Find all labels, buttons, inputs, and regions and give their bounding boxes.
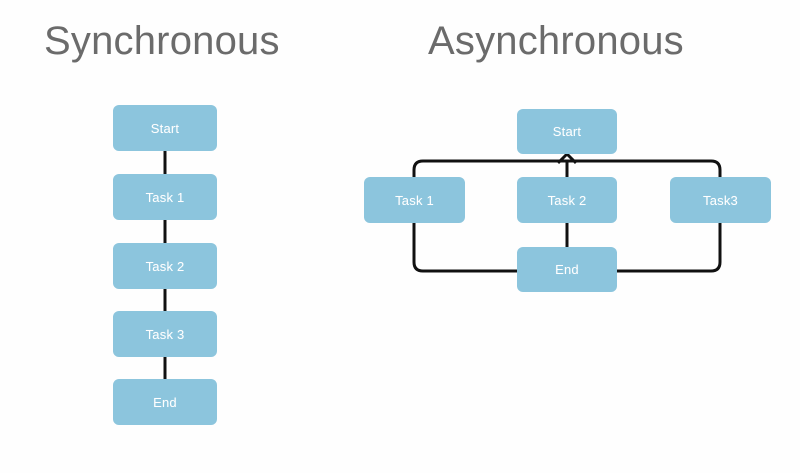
async-node-task3-label: Task3 (703, 192, 738, 208)
async-edge-task3-end (617, 223, 722, 273)
async-edge-task3-start (567, 159, 722, 177)
async-node-task2-label: Task 2 (547, 192, 587, 208)
sync-node-end[interactable]: End (113, 379, 217, 425)
sync-node-end-label: End (153, 394, 177, 410)
async-node-task2[interactable]: Task 2 (517, 177, 617, 223)
async-edge-task1-end (412, 223, 517, 273)
sync-node-task1[interactable]: Task 1 (113, 174, 217, 220)
async-node-start[interactable]: Start (517, 109, 617, 154)
sync-node-task2[interactable]: Task 2 (113, 243, 217, 289)
synchronous-title: Synchronous (44, 19, 280, 63)
async-arrowhead-into-start (556, 152, 578, 165)
async-node-task1-label: Task 1 (395, 192, 434, 208)
sync-node-task1-label: Task 1 (145, 189, 185, 205)
async-edge-task1-start (412, 159, 567, 177)
async-node-task3[interactable]: Task3 (670, 177, 771, 223)
async-node-end-label: End (555, 262, 579, 277)
async-node-end[interactable]: End (517, 247, 617, 292)
sync-node-task2-label: Task 2 (145, 258, 185, 274)
sync-node-task3[interactable]: Task 3 (113, 311, 217, 357)
asynchronous-title: Asynchronous (428, 19, 684, 63)
async-node-start-label: Start (552, 124, 582, 139)
async-node-task1[interactable]: Task 1 (364, 177, 465, 223)
sync-node-start[interactable]: Start (113, 105, 217, 151)
sync-node-start-label: Start (150, 120, 180, 136)
sync-node-task3-label: Task 3 (145, 326, 185, 342)
